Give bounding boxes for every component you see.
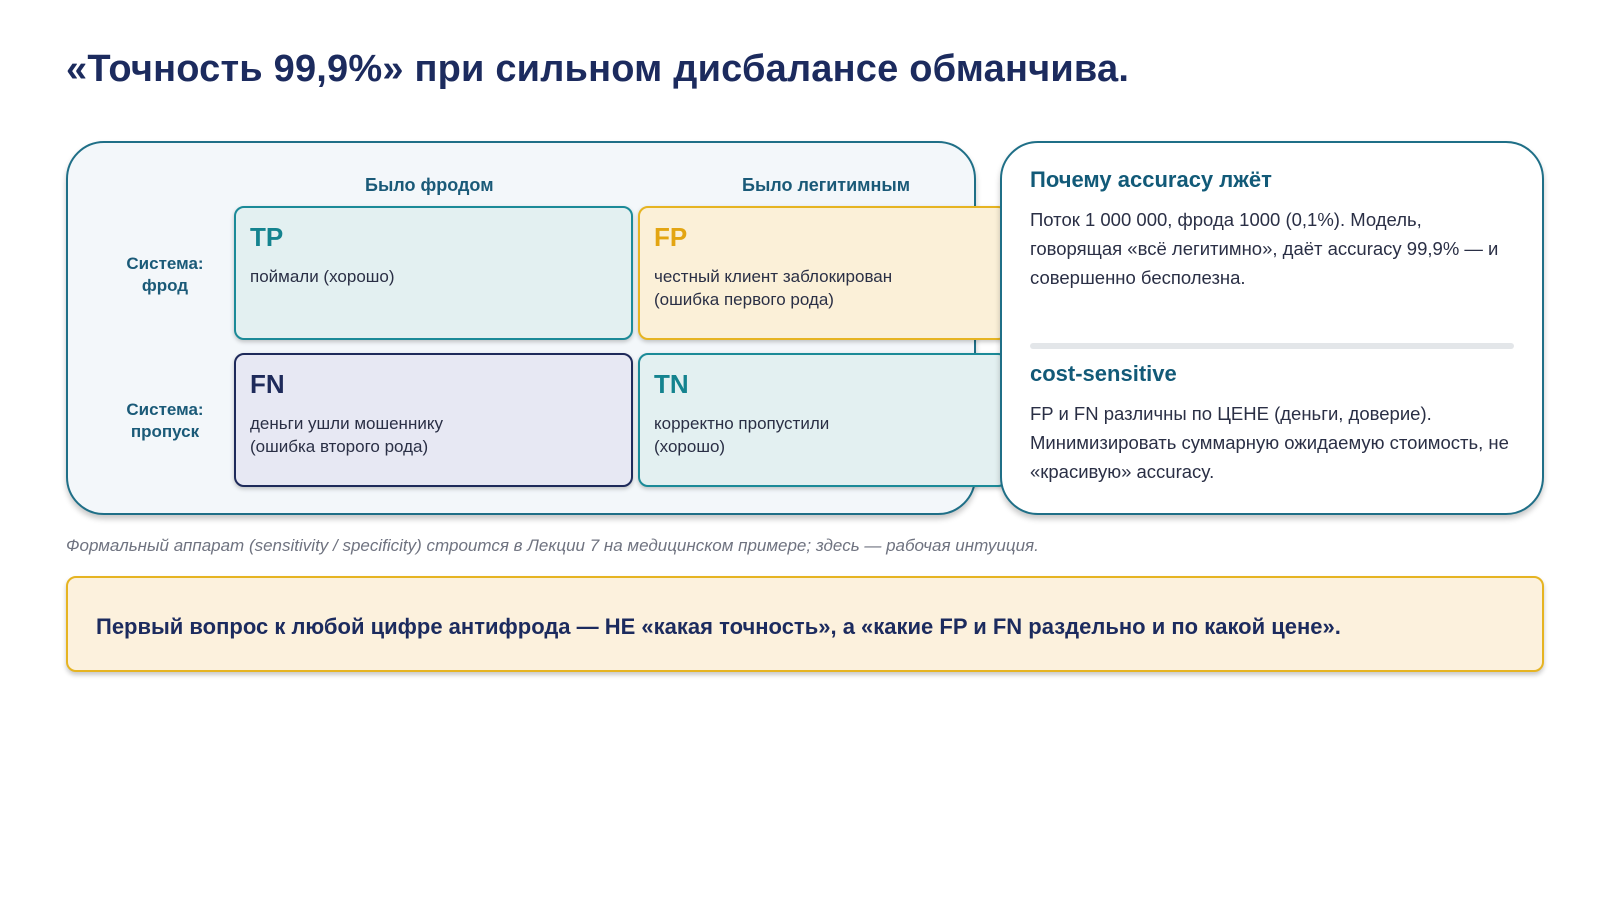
cell-description: поймали (хорошо) [250,267,395,286]
info-title-cost: cost-sensitive [1030,361,1177,386]
info-block-cost: cost-sensitive FP и FN различны по ЦЕНЕ … [1030,361,1522,486]
page-title: «Точность 99,9%» при сильном дисбалансе … [66,48,1130,90]
callout-text: Первый вопрос к любой цифре антифрода — … [96,614,1341,639]
info-panel: Почему accuracy лжёт Поток 1 000 000, фр… [1000,141,1544,515]
cell-code: TN [654,369,689,399]
cell-description: корректно пропустили (хорошо) [654,414,830,456]
cell-description: деньги ушли мошеннику (ошибка второго ро… [250,414,443,456]
info-text-cost: FP и FN различны по ЦЕНЕ (деньги, довери… [1030,403,1509,482]
callout-box: Первый вопрос к любой цифре антифрода — … [66,576,1544,672]
cell-false-negative: FN деньги ушли мошеннику (ошибка второго… [234,353,633,487]
info-divider [1030,343,1514,349]
info-title-accuracy: Почему accuracy лжёт [1030,167,1272,192]
cell-true-negative: TN корректно пропустили (хорошо) [638,353,1008,487]
cell-true-positive: TP поймали (хорошо) [234,206,633,340]
column-header-fraud: Было фродом [365,175,494,195]
row-header-pass: Система: пропуск [126,400,204,441]
cell-code: TP [250,222,284,252]
column-header-legit: Было легитимным [742,175,911,195]
footnote: Формальный аппарат (sensitivity / specif… [66,536,1039,555]
cell-code: FP [654,222,688,252]
cell-false-positive: FP честный клиент заблокирован (ошибка п… [638,206,1008,340]
cell-description: честный клиент заблокирован (ошибка перв… [654,267,893,309]
row-header-fraud: Система: фрод [126,254,204,295]
cell-code: FN [250,369,285,399]
info-text-accuracy: Поток 1 000 000, фрода 1000 (0,1%). Моде… [1030,209,1499,288]
